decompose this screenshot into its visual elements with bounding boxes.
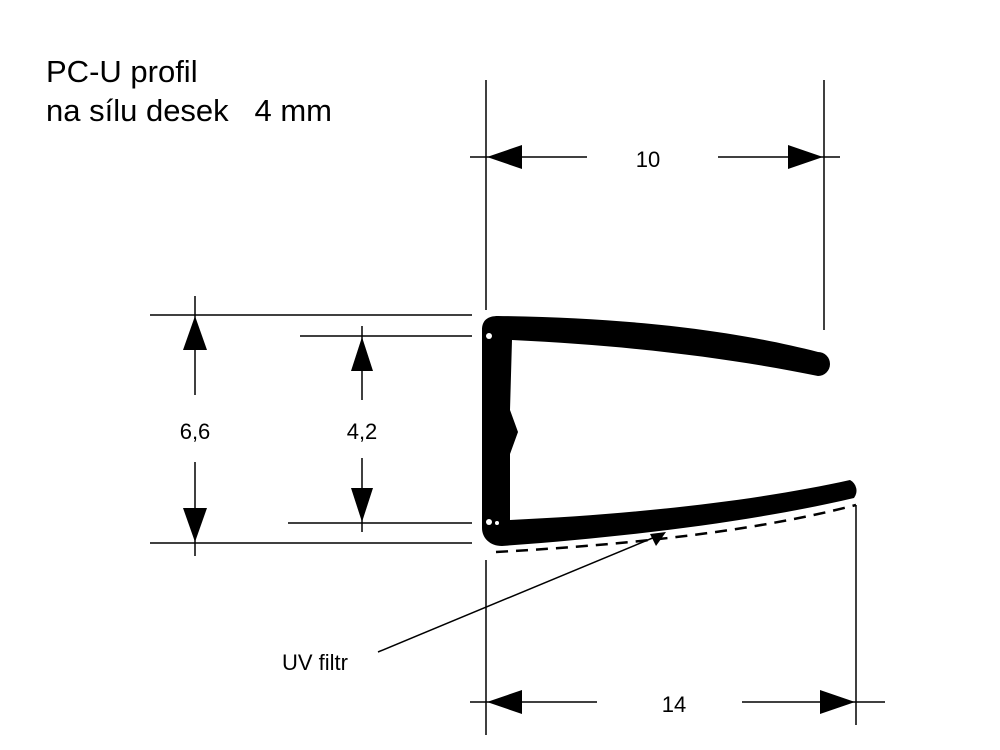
title-line-thickness: na sílu desek 4 mm	[46, 93, 333, 128]
dimension-label-inner-height: 4,2	[347, 419, 378, 444]
arrowhead-top-left	[487, 145, 522, 169]
arrowhead-inner-top	[351, 337, 373, 371]
arrowhead-bottom-right	[820, 690, 855, 714]
uv-leader-arrowhead	[650, 532, 666, 546]
dimension-inner-height: 4,2	[347, 326, 378, 532]
uv-filter-layer	[495, 503, 857, 554]
arrowhead-outer-bottom	[183, 508, 207, 542]
arrowhead-outer-top	[183, 316, 207, 350]
dimension-bottom-width: 14	[470, 690, 885, 717]
dimension-outer-height: 6,6	[180, 296, 211, 556]
dimension-label-bottom-width: 14	[662, 692, 686, 717]
arrowhead-inner-bottom	[351, 488, 373, 522]
arrowhead-top-right	[788, 145, 823, 169]
dimension-label-outer-height: 6,6	[180, 419, 211, 444]
title-line-profile: PC-U profil	[46, 54, 198, 89]
uv-filter-callout: UV filtr	[282, 532, 666, 675]
uv-filter-label: UV filtr	[282, 650, 348, 675]
arrowhead-bottom-left	[487, 690, 522, 714]
dimension-label-top-width: 10	[636, 147, 660, 172]
u-profile	[482, 316, 857, 554]
u-profile-body	[482, 316, 857, 546]
diagram-title: PC-U profil na sílu desek 4 mm	[46, 52, 332, 130]
dimension-top-width: 10	[470, 145, 840, 172]
